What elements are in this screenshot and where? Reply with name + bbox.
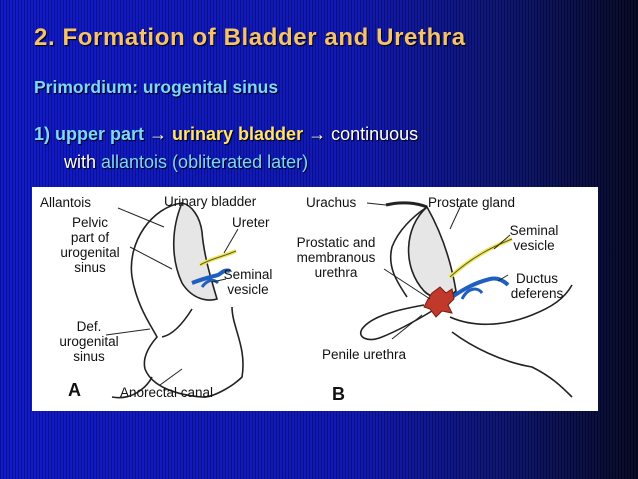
label-seminal-vesicle-a: Seminal vesicle: [218, 267, 278, 297]
label-ductus-2: deferens: [510, 286, 564, 301]
ductus-b-loop: [460, 287, 484, 300]
panel-a-drawing: [105, 202, 244, 399]
panel-b-drawing: [360, 201, 573, 398]
urachus-b: [385, 201, 428, 209]
label-ureter: Ureter: [232, 215, 270, 230]
label-prostate-gland: Prostate gland: [428, 195, 516, 210]
label-penile-urethra: Penile urethra: [322, 347, 407, 362]
label-seminal-b-2: vesicle: [513, 238, 555, 253]
label-prostatic-1: Prostatic and: [296, 235, 376, 250]
leader-prostate: [449, 202, 463, 230]
leader-prostatic: [383, 268, 431, 300]
label-pelvic-2: part of: [70, 230, 110, 245]
bladder-b-shape: [407, 205, 457, 299]
leader-penile: [391, 314, 423, 340]
slide-title: 2. Formation of Bladder and Urethra: [34, 24, 466, 51]
label-seminal-a-2: vesicle: [227, 282, 269, 297]
body-b-outline: [449, 284, 573, 326]
leader-ductus: [497, 274, 509, 282]
panel-a-letter: A: [68, 380, 81, 400]
lower-b-curve: [451, 331, 573, 398]
ureter-a-edge: [199, 250, 237, 266]
label-pelvic-3: urogenital: [60, 245, 120, 260]
figure-drawing: [105, 201, 573, 399]
label-ductus-deferens: Ductus deferens: [502, 271, 572, 301]
label-allantois: Allantois: [40, 195, 92, 210]
label-ductus-1: Ductus: [515, 271, 559, 286]
bladder-a-shape: [172, 202, 218, 301]
panel-b-letter: B: [332, 384, 345, 404]
bullet-upper-part: 1) upper part → urinary bladder → contin…: [34, 120, 418, 176]
primordium-line: Primordium: urogenital sinus: [34, 77, 279, 97]
leader-seminal-b: [493, 234, 511, 250]
ductus-a: [191, 268, 231, 285]
label-pelvic-part: Pelvic part of urogenital sinus: [60, 215, 120, 275]
allantois-a-duct: [130, 202, 183, 278]
body-a-outline: [161, 308, 193, 338]
label-def-sinus: Def. urogenital sinus: [54, 319, 124, 364]
lower-a-curve: [111, 376, 153, 399]
label-urachus: Urachus: [306, 195, 357, 210]
embryology-figure: Allantois Pelvic part of urogenital sinu…: [32, 187, 598, 411]
label-def-2: urogenital: [59, 334, 119, 349]
leader-ureter: [223, 228, 239, 254]
label-pelvic-1: Pelvic: [71, 215, 108, 230]
label-urinary-bladder: Urinary bladder: [164, 194, 257, 209]
leader-allantois: [117, 207, 165, 228]
anorectal-a-canal: [144, 306, 244, 398]
ureter-b-edge: [449, 238, 513, 278]
upper-part-text: 1) upper part: [34, 124, 145, 144]
label-pelvic-4: sinus: [74, 260, 106, 275]
label-prostatic-2: membranous: [296, 250, 376, 265]
arrow-2: →: [303, 124, 332, 144]
with-text: with: [64, 152, 102, 172]
urinary-bladder-text: urinary bladder: [172, 124, 304, 144]
label-seminal-vesicle-b: Seminal vesicle: [502, 223, 566, 253]
ductus-a-loop: [200, 278, 220, 288]
urachus-b-line: [366, 202, 387, 206]
label-seminal-b-1: Seminal: [509, 223, 559, 238]
bullet-line-1: 1) upper part → urinary bladder → contin…: [34, 120, 418, 148]
label-anorectal-canal: Anorectal canal: [120, 385, 214, 400]
continuous-text: continuous: [331, 124, 419, 144]
leader-def: [105, 328, 151, 336]
leader-pelvic: [129, 246, 173, 270]
label-def-1: Def.: [76, 319, 102, 334]
bullet-line-2: with allantois (obliterated later): [34, 148, 418, 176]
leader-seminal: [211, 278, 227, 283]
urethra-b: [360, 304, 433, 341]
arrow-1: →: [144, 124, 173, 144]
sinus-b-outline: [389, 206, 428, 298]
allantois-text: allantois (obliterated later): [101, 152, 309, 172]
leader-anorectal: [159, 368, 183, 386]
label-prostatic-urethra: Prostatic and membranous urethra: [286, 235, 386, 280]
sinus-a-outline: [131, 276, 158, 370]
label-def-3: sinus: [73, 349, 105, 364]
ductus-b: [450, 276, 510, 299]
label-seminal-a-1: Seminal: [223, 267, 273, 282]
label-prostatic-3: urethra: [314, 265, 358, 280]
prostate-b: [423, 286, 455, 318]
